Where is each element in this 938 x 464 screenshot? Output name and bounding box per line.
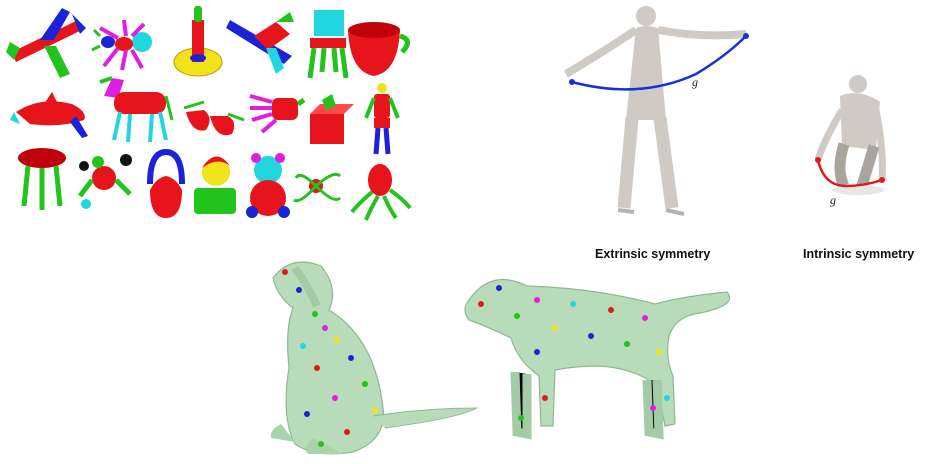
glasses-model [183, 100, 245, 136]
correspondence-markers [282, 269, 670, 447]
dolphin-model [10, 92, 88, 138]
intrinsic-endpoint-left [815, 157, 821, 163]
cup-model [348, 22, 410, 76]
hand-model [249, 94, 306, 134]
horse-model [99, 76, 174, 143]
intrinsic-geodesic-symbol: g [830, 193, 836, 207]
bust-model [194, 156, 236, 214]
table-model [18, 148, 66, 210]
ant-model [91, 19, 152, 71]
segmentation-gallery [0, 0, 420, 228]
lamp-model [173, 6, 223, 77]
bird-model [226, 12, 294, 74]
extrinsic-endpoint-left [569, 79, 575, 85]
octopus-small-model [293, 172, 342, 203]
intrinsic-symmetry-caption: Intrinsic symmetry [803, 247, 915, 261]
standing-wolf-mesh [464, 278, 731, 440]
extrinsic-geodesic-symbol: g [692, 75, 698, 89]
octopus-model [350, 164, 412, 221]
vase-model [147, 148, 185, 218]
crouching-figure [814, 75, 886, 195]
human-model [364, 83, 400, 155]
symmetry-illustration: g g [540, 0, 938, 268]
extrinsic-geodesic-curve [571, 35, 747, 91]
bear-model [246, 153, 290, 218]
airplane-model [6, 8, 86, 78]
sitting-dog-mesh [270, 261, 479, 455]
intrinsic-endpoint-right [879, 177, 885, 183]
correspondence-illustration [255, 248, 745, 464]
intrinsic-geodesic-curve [816, 159, 883, 188]
teddy-model [78, 154, 132, 209]
extrinsic-symmetry-caption: Extrinsic symmetry [595, 247, 711, 261]
box-model [310, 94, 354, 144]
extrinsic-endpoint-right [743, 33, 749, 39]
standing-figure [563, 6, 747, 216]
chair-model [307, 10, 349, 79]
